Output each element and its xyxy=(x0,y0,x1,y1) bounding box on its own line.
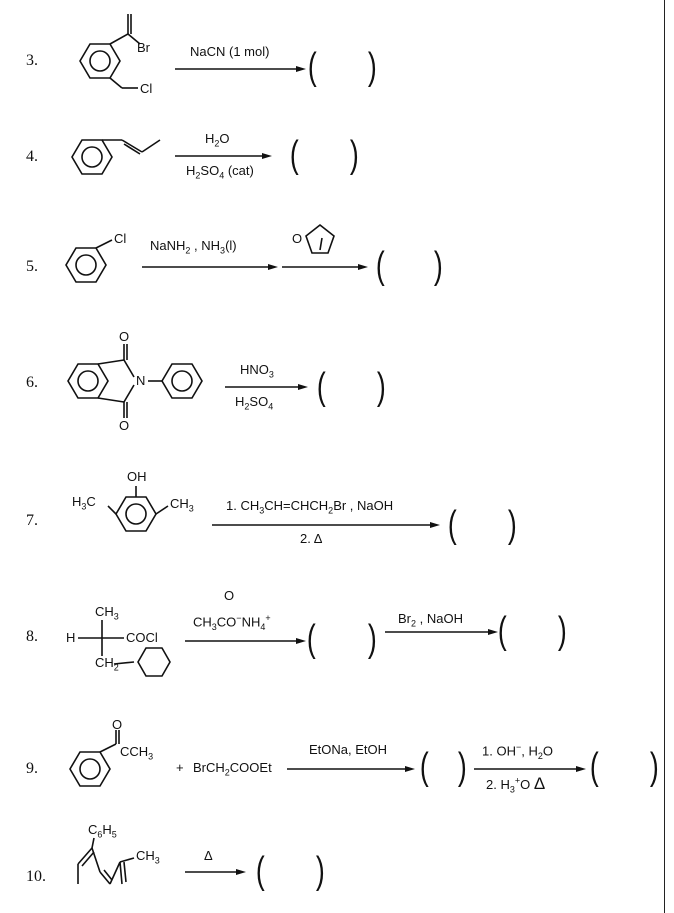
answer-open-paren-6: ( xyxy=(316,366,326,408)
problem-number-6: 6. xyxy=(26,374,38,391)
answer-close-paren-9b: ) xyxy=(649,746,659,788)
answer-close-paren-3: ) xyxy=(367,46,377,88)
answer-close-paren-9a: ) xyxy=(457,746,467,788)
answer-open-paren-8a: ( xyxy=(306,618,316,660)
methylene-8: CH2 xyxy=(95,655,119,673)
answer-close-paren-7: ) xyxy=(507,504,517,546)
substituent-cl-3: Cl xyxy=(140,81,153,96)
reagent-5: NaNH2 , NH3(l) xyxy=(150,238,237,256)
furan-ring xyxy=(305,223,335,254)
reagent-top-6: HNO3 xyxy=(240,362,274,380)
answer-close-paren-10: ) xyxy=(315,850,325,892)
answer-open-paren-4: ( xyxy=(289,134,299,176)
atom-h-8: H xyxy=(66,630,76,645)
answer-open-paren-9a: ( xyxy=(419,746,429,788)
answer-close-paren-4: ) xyxy=(349,134,359,176)
problem-number-3: 3. xyxy=(26,52,38,69)
answer-close-paren-8a: ) xyxy=(367,618,377,660)
acyl-chloride-8: COCl xyxy=(126,630,158,645)
structure-7 xyxy=(107,486,169,532)
answer-close-paren-5: ) xyxy=(433,245,443,287)
reagent-2-bottom-9: 2. H3+O Δ xyxy=(486,774,546,795)
reagent-2-top-9: 1. OH−, H2O xyxy=(482,742,553,761)
acetyl-group-9: CCH3 xyxy=(120,744,154,762)
answer-close-paren-6: ) xyxy=(376,366,386,408)
atom-oh-7: OH xyxy=(127,469,147,484)
plus-sign-9: + xyxy=(176,760,184,775)
problem-number-8: 8. xyxy=(26,628,38,645)
answer-open-paren-5: ( xyxy=(375,245,385,287)
structure-8 xyxy=(78,620,171,677)
methyl-8: CH3 xyxy=(95,604,119,622)
problem-number-10: 10. xyxy=(26,868,46,885)
substituent-br-3: Br xyxy=(137,40,150,55)
furan-oxygen-label: O xyxy=(292,231,303,246)
structure-3 xyxy=(79,14,141,89)
answer-open-paren-7: ( xyxy=(447,504,457,546)
heat-symbol-10: Δ xyxy=(204,848,213,863)
answer-open-paren-8b: ( xyxy=(497,610,507,652)
problem-number-4: 4. xyxy=(26,148,38,165)
structure-10 xyxy=(77,837,135,885)
methyl-10: CH3 xyxy=(136,848,160,866)
answer-close-paren-8b: ) xyxy=(557,610,567,652)
methyl-left-7: H3C xyxy=(72,494,96,512)
heat-symbol-9: Δ xyxy=(533,774,546,793)
reagent-bottom-4: H2SO4 (cat) xyxy=(186,163,254,181)
structure-5 xyxy=(65,239,113,283)
reagent-bottom-7: 2. Δ xyxy=(300,531,323,546)
answer-open-paren-10: ( xyxy=(255,850,265,892)
substituent-cl-5: Cl xyxy=(114,231,127,246)
reagent-top-4: H2O xyxy=(205,131,230,149)
reagent-2-8: Br2 , NaOH xyxy=(398,611,463,629)
atom-o-top-6: O xyxy=(119,329,130,344)
atom-o-bottom-6: O xyxy=(119,418,130,433)
atom-n-6: N xyxy=(136,373,146,388)
problem-number-5: 5. xyxy=(26,258,38,275)
problem-number-9: 9. xyxy=(26,760,38,777)
page-border-line xyxy=(664,0,665,913)
structure-9 xyxy=(69,730,120,787)
reagent-bottom-6: H2SO4 xyxy=(235,394,274,412)
answer-open-paren-3: ( xyxy=(307,46,317,88)
carbonyl-o-9: O xyxy=(112,717,123,732)
problem-number-7: 7. xyxy=(26,512,38,529)
structure-4 xyxy=(71,139,161,175)
reagent-1-9: EtONa, EtOH xyxy=(309,742,388,757)
methyl-right-7: CH3 xyxy=(170,496,194,514)
heat-symbol-7: Δ xyxy=(313,531,323,546)
reagent-1-8: CH3CO−NH4+ xyxy=(193,613,271,632)
reagent-top-7: 1. CH3CH=CHCH2Br , NaOH xyxy=(226,498,394,516)
reagent-3: NaCN (1 mol) xyxy=(190,44,270,59)
answer-open-paren-9b: ( xyxy=(589,746,599,788)
structure-6 xyxy=(67,344,203,418)
phenyl-substituent-10: C6H5 xyxy=(88,822,117,840)
carbonyl-o-8: O xyxy=(224,588,235,603)
coreactant-9: BrCH2COOEt xyxy=(193,760,272,778)
